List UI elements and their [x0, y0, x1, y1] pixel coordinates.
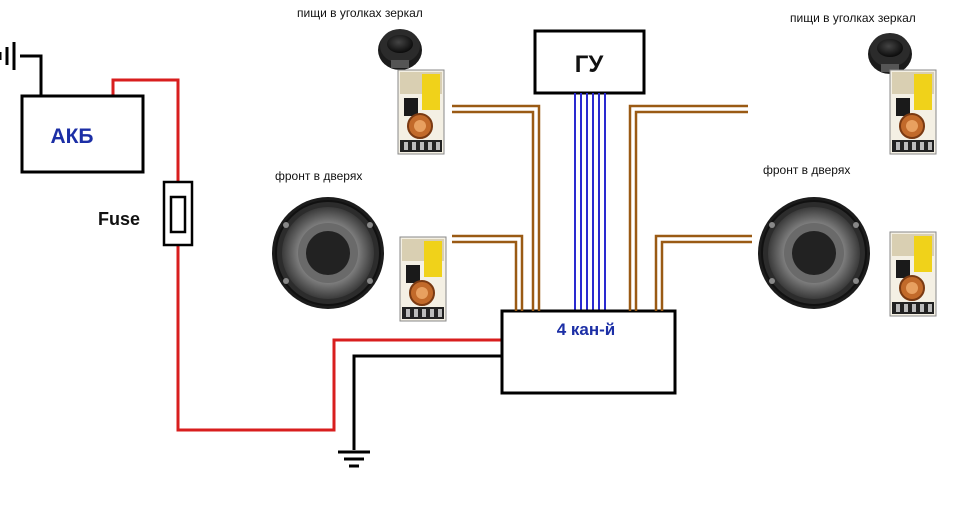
fuse-label: Fuse — [98, 209, 140, 229]
crossover-icon — [399, 236, 447, 322]
ground-wire-amp — [352, 354, 502, 450]
crossover-icon — [889, 231, 937, 317]
fuse-element — [169, 195, 187, 234]
amplifier-box — [500, 309, 677, 395]
tweeter-left-label: пищи в уголках зеркал — [297, 6, 423, 20]
front-left-label: фронт в дверях — [275, 169, 362, 183]
ground-icon — [0, 42, 16, 70]
speaker-wires-right — [628, 104, 752, 311]
front-right-label: фронт в дверях — [763, 163, 850, 177]
crossover-icon — [397, 69, 445, 155]
power-wire-fuse-amp — [176, 245, 502, 432]
power-wire-battery-fuse — [111, 78, 180, 182]
head-unit-box — [533, 29, 646, 95]
amplifier-label: 4 кан-й — [557, 320, 616, 339]
speaker-wires-left — [452, 104, 541, 311]
speaker-icon — [271, 196, 385, 310]
tweeter-icon — [868, 33, 912, 74]
ground-icon — [338, 450, 370, 468]
battery-box — [20, 94, 145, 174]
tweeter-right-label: пищи в уголках зеркал — [790, 11, 916, 25]
battery-label: АКБ — [50, 125, 93, 148]
ground-wire-battery — [20, 54, 43, 96]
speaker-icon — [757, 196, 871, 310]
head-unit-label: ГУ — [575, 51, 605, 78]
crossover-icon — [889, 69, 937, 155]
tweeter-icon — [378, 29, 422, 70]
